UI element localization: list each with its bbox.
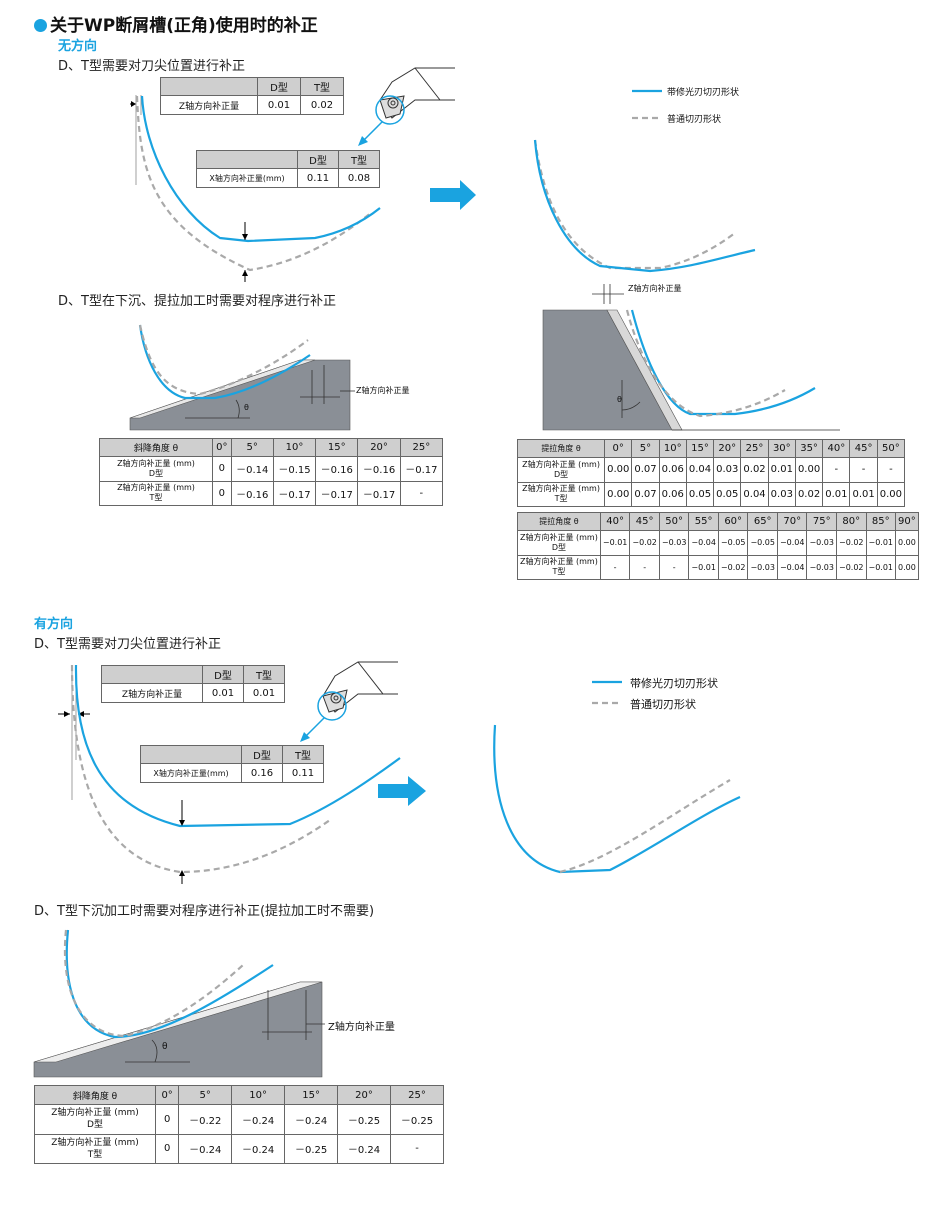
row-label: Z轴方向补正量 [160, 95, 258, 115]
z-compensation-table-dir: D型 T型 Z轴方向补正量 0.01 0.01 [101, 665, 285, 703]
subheading-program-compensation-2: D、T型下沉加工时需要对程序进行补正(提拉加工时不需要) [34, 904, 375, 919]
z-comp-label-3: Z轴方向补正量 [328, 1022, 395, 1033]
plunge-angle-table-dir: 斜降角度 θ 0° 5° 10° 15° 20° 25° Z轴方向补正量 (mm… [34, 1085, 444, 1164]
diagram-no-direction [129, 67, 840, 431]
theta-label-left: θ [244, 403, 249, 412]
value-t: 0.02 [300, 95, 344, 115]
subheading-tip-compensation: D、T型需要对刀尖位置进行补正 [58, 59, 245, 74]
page-title: 关于WP断屑槽(正角)使用时的补正 [34, 11, 318, 36]
z-comp-label-right: Z轴方向补正量 [628, 284, 682, 293]
section-heading-no-direction: 无方向 [58, 39, 98, 54]
tool-holder-icon [379, 67, 455, 119]
plunge-angle-table-no-dir: 斜降角度 θ 0° 5° 10° 15° 20° 25° Z轴方向补正量 (mm… [99, 438, 444, 506]
transition-arrow-icon [430, 180, 476, 210]
tool-holder-icon-2 [322, 661, 398, 713]
wiper-edge-curve [140, 95, 381, 243]
legend-wiper-2: 带修光刃切刃形状 [630, 677, 718, 690]
legend-normal-2: 普通切刃形状 [630, 698, 696, 711]
section-heading-with-direction: 有方向 [34, 617, 74, 632]
bullet-dot-icon [34, 19, 47, 32]
header-d-type: D型 [257, 77, 301, 96]
lift-angle-table-2: 提拉角度 θ 40° 45° 50° 55° 60° 65° 70° 75° 8… [517, 512, 919, 580]
x-compensation-table-dir: D型 T型 X轴方向补正量(mm) 0.16 0.11 [140, 745, 324, 783]
header-t-type: T型 [300, 77, 344, 96]
z-compensation-table-no-dir: D型 T型 Z轴方向补正量 0.01 0.02 [160, 77, 344, 115]
magnify-circle [375, 95, 405, 125]
theta-label-3: θ [162, 1042, 168, 1052]
value-d: 0.01 [257, 95, 301, 115]
normal-edge-curve [135, 95, 373, 272]
lift-angle-table-1: 提拉角度 θ 0° 5° 10° 15° 20° 25° 30° 35° 40°… [516, 439, 906, 507]
x-compensation-table-no-dir: D型 T型 X轴方向补正量(mm) 0.11 0.08 [196, 150, 380, 188]
z-comp-label-left: Z轴方向补正量 [356, 386, 410, 395]
subheading-program-compensation: D、T型在下沉、提拉加工时需要对程序进行补正 [58, 294, 336, 309]
theta-label-right: θ [617, 395, 622, 404]
legend-normal: 普通切刃形状 [667, 115, 722, 125]
subheading-tip-compensation-2: D、T型需要对刀尖位置进行补正 [34, 637, 221, 652]
legend-wiper: 带修光刃切刃形状 [667, 88, 740, 98]
